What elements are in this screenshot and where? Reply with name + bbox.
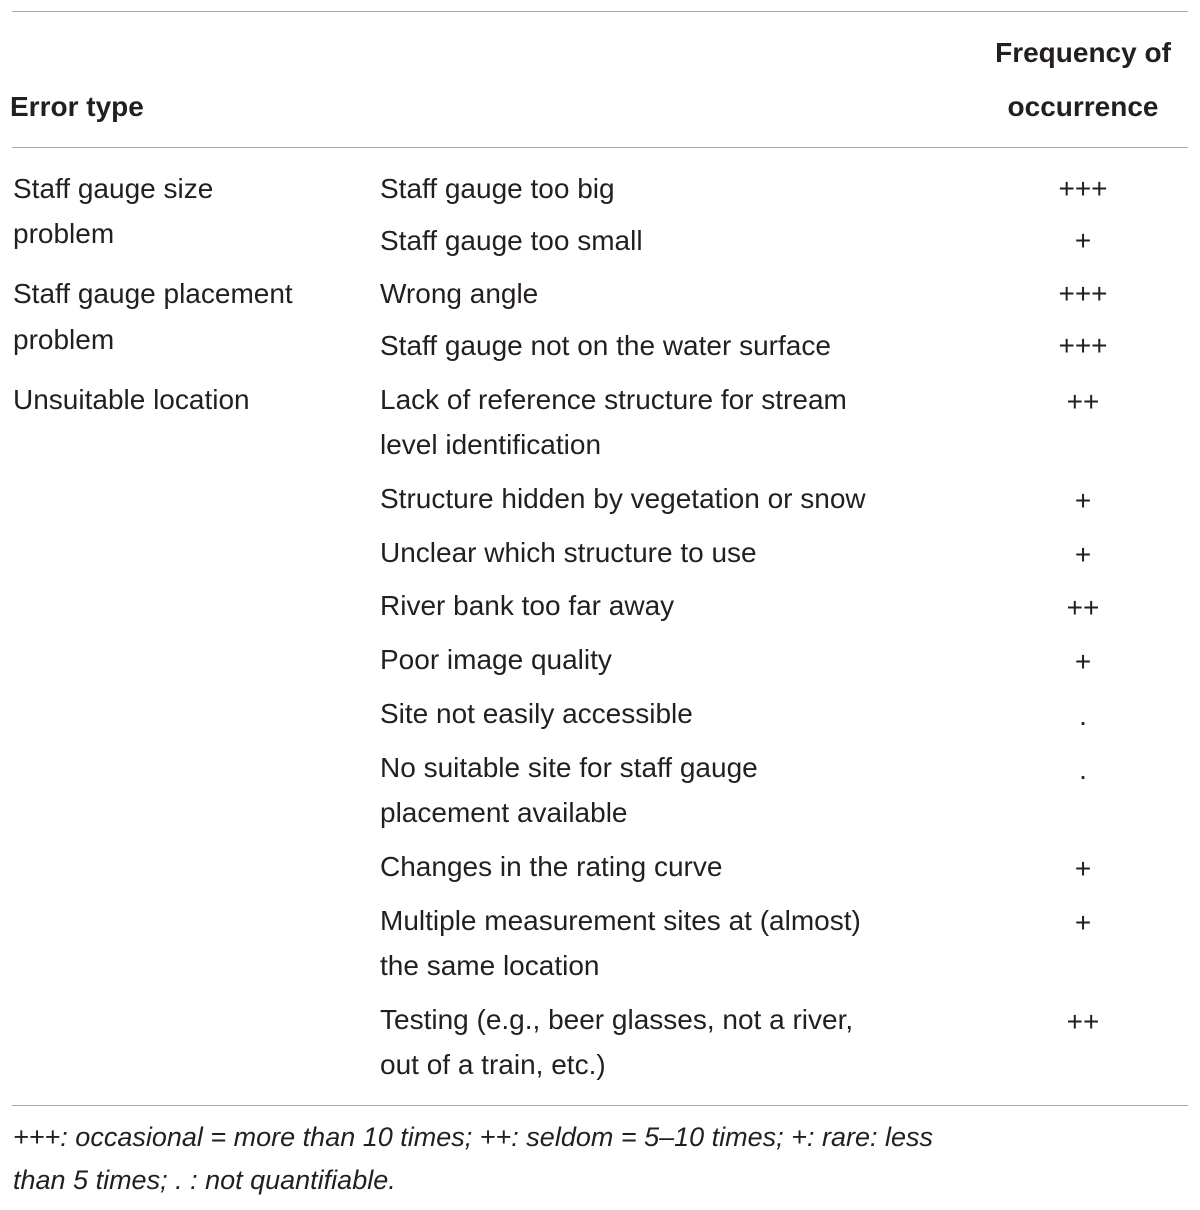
row-description: Site not easily accessible [380, 698, 693, 729]
row-frequency: + [1074, 539, 1092, 570]
row-frequency: + [1074, 485, 1092, 516]
row-description: Staff gauge too big [380, 173, 615, 204]
row-description-line1: No suitable site for staff gauge [380, 752, 758, 783]
row-description-line2: placement available [380, 797, 628, 828]
row-description-line1: Lack of reference structure for stream [380, 384, 847, 415]
table-footnote: +++: occasional = more than 10 times; ++… [13, 1116, 1189, 1202]
row-frequency: + [1074, 907, 1092, 938]
row-description: Structure hidden by vegetation or snow [380, 483, 866, 514]
row-frequency: +++ [1058, 173, 1108, 204]
row-frequency: ++ [1066, 1006, 1100, 1037]
row-frequency: . [1079, 700, 1087, 731]
row-description: Unclear which structure to use [380, 537, 757, 568]
row-frequency: . [1079, 754, 1087, 785]
row-description: Poor image quality [380, 644, 612, 675]
row-description-line1: Multiple measurement sites at (almost) [380, 905, 861, 936]
bottom-rule [12, 1105, 1188, 1106]
row-description: River bank too far away [380, 590, 675, 621]
row-frequency: ++ [1066, 592, 1100, 623]
row-frequency: +++ [1058, 278, 1108, 309]
row-description: Changes in the rating curve [380, 851, 723, 882]
group-label-size-line1: Staff gauge size [13, 173, 214, 204]
top-rule [12, 11, 1188, 12]
row-description-line1: Testing (e.g., beer glasses, not a river… [380, 1004, 854, 1035]
row-frequency: ++ [1066, 386, 1100, 417]
row-description-line2: out of a train, etc.) [380, 1049, 606, 1080]
row-description-line2: the same location [380, 950, 600, 981]
row-frequency: + [1074, 853, 1092, 884]
footnote-line1: +++: occasional = more than 10 times; ++… [13, 1122, 933, 1152]
group-label-location: Unsuitable location [13, 384, 250, 415]
header-frequency: Frequency of occurrence [975, 26, 1191, 134]
row-description: Staff gauge too small [380, 225, 643, 256]
row-frequency: +++ [1058, 330, 1108, 361]
row-frequency: + [1074, 646, 1092, 677]
footnote-line2: than 5 times; . : not quantifiable. [13, 1165, 396, 1195]
header-error-type: Error type [10, 91, 144, 122]
row-description: Wrong angle [380, 278, 539, 309]
group-label-placement-line2: problem [13, 324, 115, 355]
header-frequency-line2: occurrence [1007, 91, 1159, 122]
group-label-size-line2: problem [13, 218, 115, 249]
header-frequency-line1: Frequency of [995, 37, 1171, 68]
row-description-line2: level identification [380, 429, 602, 460]
row-description: Staff gauge not on the water surface [380, 330, 831, 361]
row-frequency: + [1074, 225, 1092, 256]
group-label-placement-line1: Staff gauge placement [13, 278, 293, 309]
header-rule [12, 147, 1188, 148]
